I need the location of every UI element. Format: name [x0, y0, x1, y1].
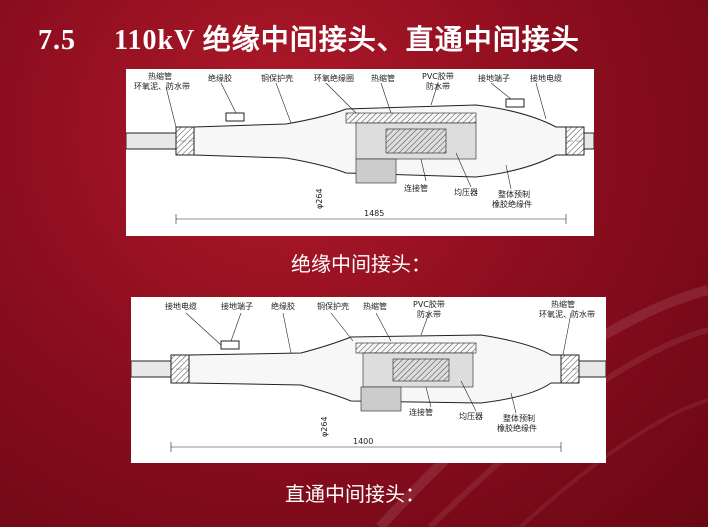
label-ground-cable: 接地电缆 — [165, 301, 197, 311]
label-insulation-box: 绝缘胶 — [271, 301, 295, 311]
label-copper-shield: 铜保护壳 — [261, 73, 293, 83]
dimension-diameter: φ264 — [315, 188, 324, 209]
label-copper-shield: 铜保护壳 — [317, 301, 349, 311]
slide-title: 7.5 110kV 绝缘中间接头、直通中间接头 — [38, 18, 580, 58]
label-ground-terminal: 接地端子 — [478, 73, 510, 83]
label-pvc-tape: PVC胶带 — [413, 299, 445, 309]
caption-insulated-joint: 绝缘中间接头： — [291, 252, 431, 276]
label-epoxy-mud: 环氧泥、防水带 — [539, 309, 595, 319]
straight-joint-diagram: 接地电缆 接地端子 绝缘胶 铜保护壳 热缩管 PVC胶带 防水带 热缩管 环氧泥… — [131, 297, 606, 463]
label-heat-shrink-tube-2: 热缩管 — [371, 73, 395, 83]
label-ring-insulator: 环氧绝缘圈 — [314, 73, 354, 83]
insulated-joint-diagram: 热缩管 环氧泥、防水带 绝缘胶 铜保护壳 环氧绝缘圈 热缩管 PVC胶带 防水带… — [126, 69, 594, 236]
label-connector-tube: 连接管 — [409, 407, 433, 417]
label-waterproof-tape: 防水带 — [417, 309, 441, 319]
label-insulation-box: 绝缘胶 — [208, 73, 232, 83]
section-number: 7.5 — [38, 25, 76, 56]
dimension-length: 1400 — [353, 437, 373, 446]
label-heat-shrink-tube: 热缩管 — [363, 301, 387, 311]
label-heat-shrink-tube: 热缩管 — [148, 71, 172, 81]
label-waterproof-tape: 防水带 — [426, 81, 450, 91]
label-prefab: 整体预制 — [503, 413, 535, 423]
label-epoxy-mud: 环氧泥、防水带 — [134, 81, 190, 91]
label-rubber-insulator: 橡胶绝缘件 — [492, 199, 532, 209]
label-stress-cone: 均压器 — [454, 187, 478, 197]
dimension-length: 1485 — [364, 209, 384, 218]
label-connector-tube: 连接管 — [404, 183, 428, 193]
label-prefab: 整体预制 — [498, 189, 530, 199]
title-text: 110kV 绝缘中间接头、直通中间接头 — [114, 25, 580, 56]
label-ground-cable: 接地电缆 — [530, 73, 562, 83]
caption-straight-joint: 直通中间接头： — [285, 482, 425, 506]
label-pvc-tape: PVC胶带 — [422, 71, 454, 81]
label-heat-shrink-tube-2: 热缩管 — [551, 299, 575, 309]
label-ground-terminal: 接地端子 — [221, 301, 253, 311]
dimension-diameter: φ264 — [320, 416, 329, 437]
label-stress-cone: 均压器 — [459, 411, 483, 421]
label-rubber-insulator: 橡胶绝缘件 — [497, 423, 537, 433]
